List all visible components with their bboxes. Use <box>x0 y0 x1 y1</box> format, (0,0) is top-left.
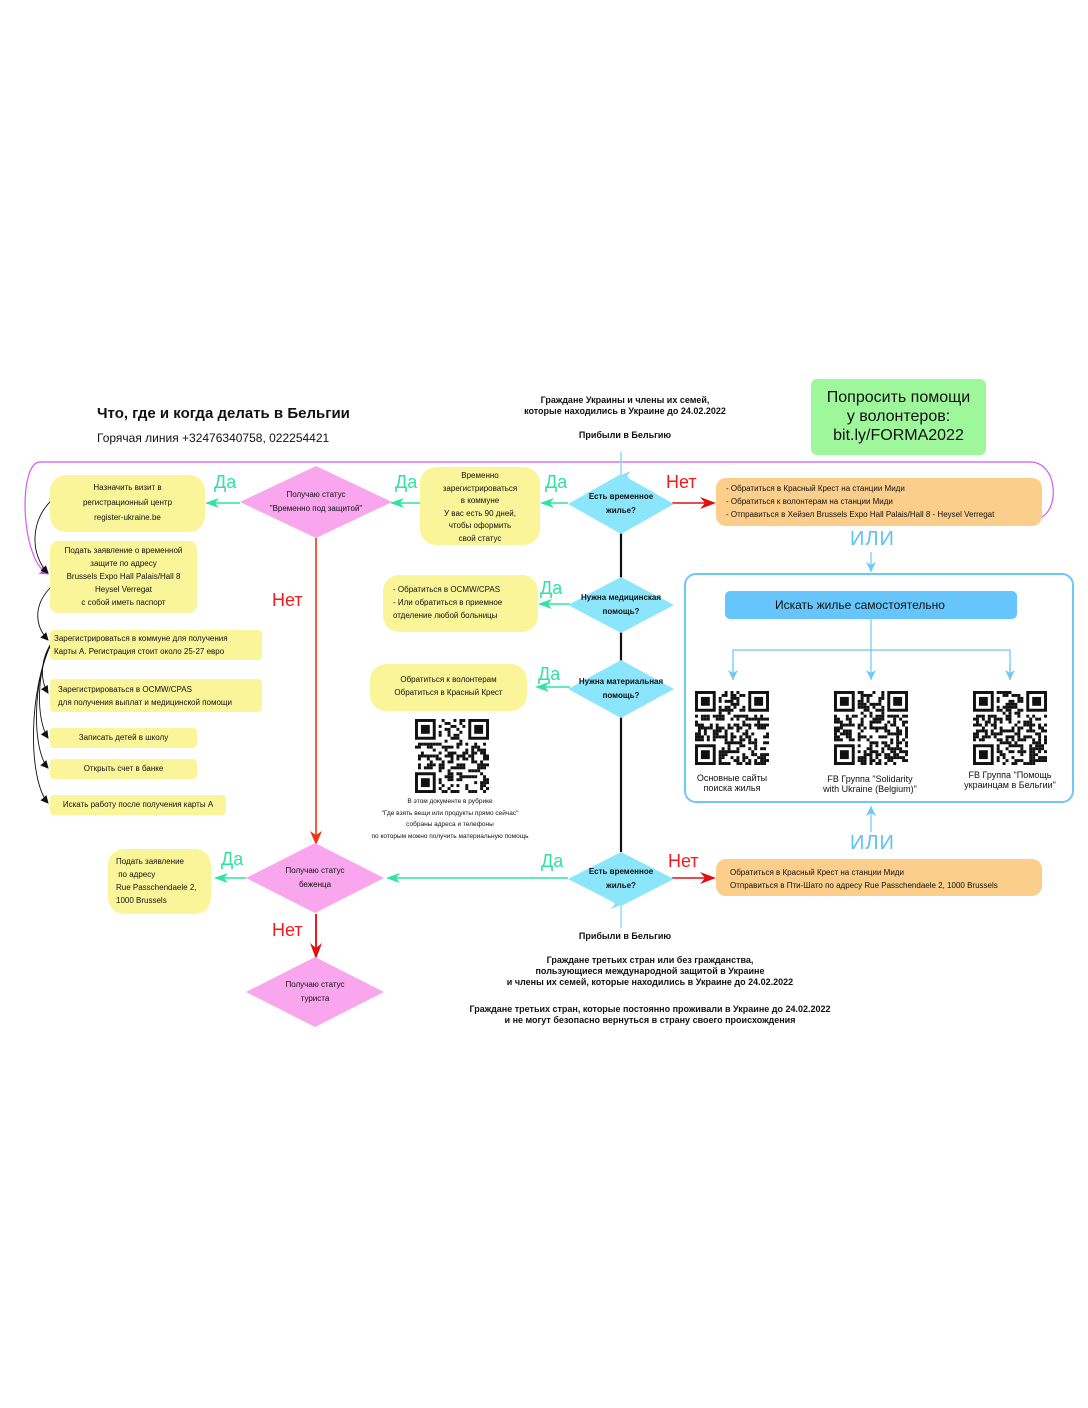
register-ukraine-link[interactable]: register-ukraine.be <box>94 513 161 522</box>
yes-label: Да <box>538 664 561 684</box>
top-arrived-label: Прибыли в Бельгию <box>578 430 672 440</box>
qr-fb-solidarity[interactable] <box>833 691 909 765</box>
qr-housing-sites-caption: Основные сайты поиска жилья <box>696 773 768 793</box>
self-search-panel <box>684 573 1074 803</box>
yes-label: Да <box>214 472 237 492</box>
step-find-job: Искать работу после получения карты А <box>50 795 226 815</box>
bottom-group-heading-2: Граждане третьих стран, которые постоянн… <box>469 1004 831 1025</box>
or-label: ИЛИ <box>850 528 895 550</box>
qr-code-icon <box>415 719 489 793</box>
step-register-center-visit: Назначить визит в регистрационный центр … <box>50 475 205 532</box>
or-label: ИЛИ <box>850 832 895 854</box>
self-search-title: Искать жилье самостоятельно <box>725 591 1017 619</box>
qr-code-icon <box>695 691 769 765</box>
bottom-arrived-label: Прибыли в Бельгию <box>578 931 672 941</box>
commune-temp-registration-box: Временно зарегистрироваться в коммуне У … <box>420 467 540 545</box>
step-register-commune: Зарегистрироваться в коммуне для получен… <box>50 630 262 660</box>
medical-help-options: - Обратиться в OCMW/CPAS - Или обратитьс… <box>383 575 538 632</box>
yes-label: Да <box>221 849 244 869</box>
qr-code-icon <box>834 691 908 765</box>
step-enroll-children-school: Записать детей в школу <box>50 728 197 748</box>
step-apply-temp-protection: Подать заявление о временной защите по а… <box>50 541 197 613</box>
material-help-qr-code[interactable] <box>414 719 490 793</box>
yes-label: Да <box>395 472 418 492</box>
refugee-apply-box: Подать заявление по адресу Rue Passchend… <box>108 849 211 914</box>
top-group-heading: Граждане Украины и члены их семей, котор… <box>524 395 726 416</box>
no-housing-options-bottom: Обратиться в Красный Крест на станции Ми… <box>716 859 1042 896</box>
bottom-group-heading-1: Граждане третьих стран или без гражданст… <box>506 955 794 987</box>
decision-temp-protection: Получаю статус"Временно под защитой" <box>240 466 392 538</box>
yes-label: Да <box>545 472 568 492</box>
no-label: Нет <box>668 851 699 871</box>
no-label: Нет <box>272 920 303 940</box>
page-title: Что, где и когда делать в Бельгии <box>97 405 350 422</box>
no-label: Нет <box>272 590 303 610</box>
qr-code-icon <box>973 691 1047 765</box>
volunteer-form-link[interactable]: bit.ly/FORMA2022 <box>833 427 964 444</box>
yes-label: Да <box>541 851 564 871</box>
qr-housing-sites[interactable] <box>694 691 770 765</box>
no-label: Нет <box>666 472 697 492</box>
qr-fb-help-ukrainians[interactable] <box>972 691 1048 765</box>
material-help-options: Обратиться к волонтерам Обратиться в Кра… <box>370 664 527 711</box>
qr-fb-solidarity-caption: FB Группа "Solidarity with Ukraine (Belg… <box>823 774 917 794</box>
material-doc-caption: В этом документе в рубрике "Где взять ве… <box>371 798 529 840</box>
volunteer-help-box[interactable]: Попросить помощи у волонтеров: bit.ly/FO… <box>811 379 986 455</box>
step-register-ocmw: Зарегистрироваться в OCMW/CPAS для получ… <box>50 679 262 712</box>
hotline-text: Горячая линия +32476340758, 022254421 <box>97 431 330 445</box>
qr-fb-help-ukrainians-caption: FB Группа "Помощь украинцам в Бельгии" <box>964 770 1056 790</box>
step-open-bank-account: Открыть счет в банке <box>50 759 197 779</box>
no-housing-options-top: - Обратиться в Красный Крест на станции … <box>716 478 1042 526</box>
yes-label: Да <box>540 578 563 598</box>
